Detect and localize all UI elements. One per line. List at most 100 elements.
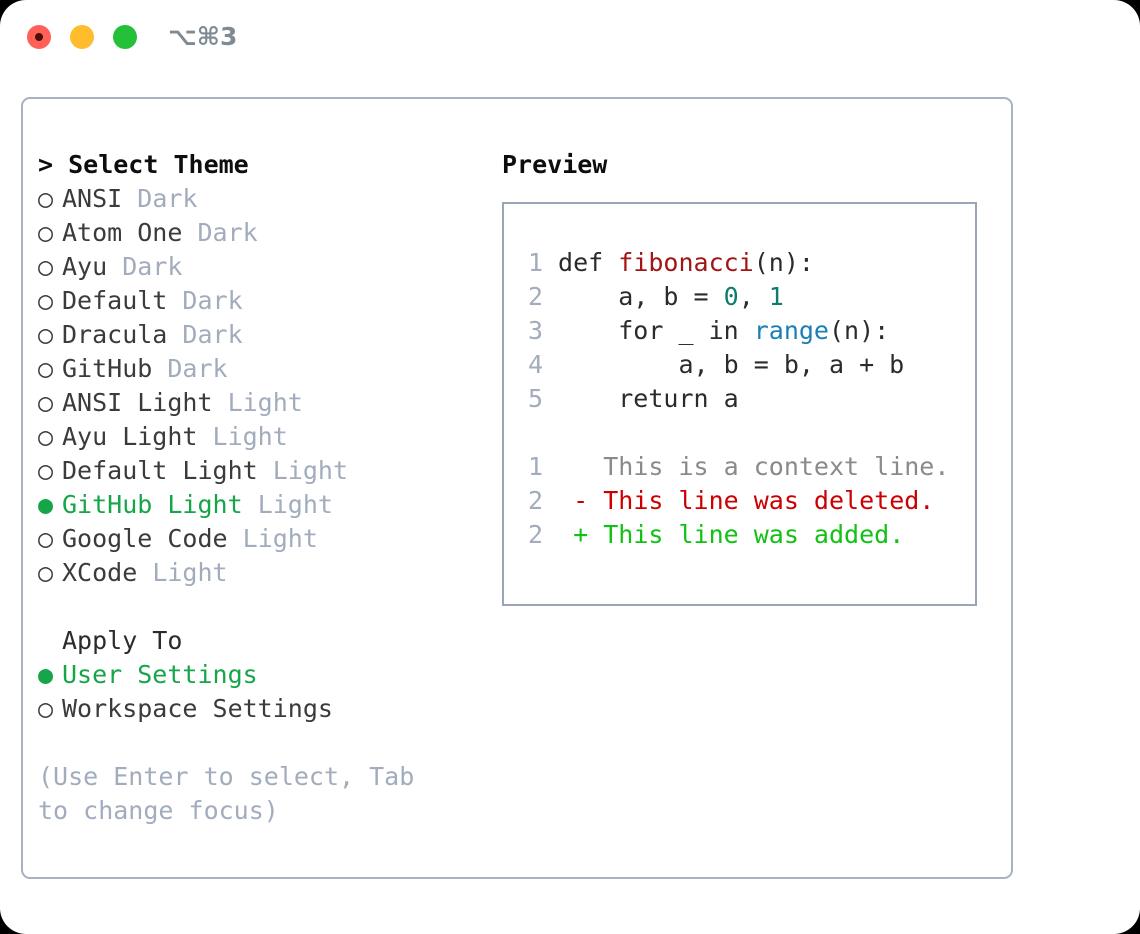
select-theme-heading: > Select Theme <box>38 150 249 179</box>
theme-option-xcode[interactable]: ○ XCode Light <box>38 556 498 590</box>
label-badge-gap <box>137 558 152 587</box>
theme-option-label: XCode <box>62 558 138 587</box>
theme-option-label: Ayu <box>62 252 108 281</box>
radio-unselected-icon: ○ <box>38 252 54 281</box>
code-token-num: 0 <box>723 282 739 311</box>
code-token-plain: (n): <box>753 248 814 277</box>
theme-variant-badge: Dark <box>182 286 243 315</box>
theme-variant-badge: Dark <box>182 320 243 349</box>
theme-option-label: Google Code <box>62 524 228 553</box>
theme-variant-badge: Dark <box>122 252 183 281</box>
label-badge-gap <box>182 218 197 247</box>
keyboard-hint-text: (Use Enter to select, Tab to change focu… <box>38 762 415 825</box>
apply-to-option-workspace-settings[interactable]: ○Workspace Settings <box>38 692 498 726</box>
radio-unselected-icon: ○ <box>38 456 54 485</box>
label-badge-gap <box>228 524 243 553</box>
radio-unselected-icon: ○ <box>38 218 54 247</box>
panel-columns: > Select Theme ○ANSI Dark○Atom One Dark○… <box>23 99 1011 877</box>
code-line: 5 return a <box>504 382 975 416</box>
theme-option-label: Default Light <box>62 456 258 485</box>
theme-picker-column: > Select Theme ○ANSI Dark○Atom One Dark○… <box>38 148 498 828</box>
code-line: 1 def fibonacci(n): <box>504 246 975 280</box>
theme-option-github[interactable]: ○GitHub Dark <box>38 352 498 386</box>
theme-option-label: Default <box>62 286 168 315</box>
theme-option-label: GitHub <box>62 354 153 383</box>
label-badge-gap <box>243 490 258 519</box>
minimize-window-icon[interactable] <box>70 25 94 49</box>
label-badge-gap <box>107 252 122 281</box>
label-badge-gap <box>122 184 137 213</box>
theme-option-default-light[interactable]: ○ Default Light Light <box>38 454 498 488</box>
code-line-number: 5 <box>527 384 543 413</box>
diff-line-add: 2 + This line was added. <box>504 518 975 552</box>
theme-option-atom-one[interactable]: ○Atom One Dark <box>38 216 498 250</box>
radio-unselected-icon: ○ <box>38 558 54 587</box>
label-badge-gap <box>213 388 228 417</box>
theme-option-ansi[interactable]: ○ ANSI Dark <box>38 182 498 216</box>
radio-unselected-icon: ○ <box>38 388 54 417</box>
radio-selected-icon: ● <box>38 490 54 519</box>
code-line-number: 2 <box>527 282 543 311</box>
theme-variant-badge: Light <box>152 558 228 587</box>
code-diff-separator <box>504 416 975 450</box>
theme-option-google-code[interactable]: ○Google Code Light <box>38 522 498 556</box>
theme-option-github-light[interactable]: ● GitHub Light Light <box>38 488 498 522</box>
theme-option-default[interactable]: ○ Default Dark <box>38 284 498 318</box>
theme-option-dracula[interactable]: ○Dracula Dark <box>38 318 498 352</box>
code-token-plain: (n): <box>828 316 890 345</box>
label-badge-gap <box>197 422 212 451</box>
radio-unselected-icon: ○ <box>38 286 54 315</box>
theme-option-label: Ayu Light <box>62 422 198 451</box>
code-line: 3 for _ in range(n): <box>504 314 975 348</box>
code-token-plain: , <box>738 282 769 311</box>
hint-spacer <box>38 726 498 760</box>
apply-to-option-user-settings[interactable]: ● User Settings <box>38 658 498 692</box>
diff-marker: + <box>543 520 604 549</box>
theme-option-ayu[interactable]: ○ Ayu Dark <box>38 250 498 284</box>
diff-line-del: 2 - This line was deleted. <box>504 484 975 518</box>
label-badge-gap <box>167 320 182 349</box>
diff-sample: 1 This is a context line.2 - This line w… <box>504 450 975 552</box>
apply-to-list: ● User Settings ○Workspace Settings <box>38 658 498 726</box>
preview-column: Preview 1 def fibonacci(n):2 a, b = 0, 1… <box>502 148 1002 606</box>
maximize-window-icon[interactable] <box>113 25 137 49</box>
theme-variant-badge: Light <box>257 490 333 519</box>
theme-option-label: GitHub Light <box>62 490 243 519</box>
theme-option-label: Atom One <box>62 218 183 247</box>
diff-line-number: 2 <box>527 520 543 549</box>
diff-marker: - <box>543 486 604 515</box>
apply-to-option-label: User Settings <box>62 660 258 689</box>
label-badge-gap <box>167 286 182 315</box>
theme-variant-badge: Light <box>272 456 348 485</box>
apply-to-heading: Apply To <box>62 626 183 655</box>
diff-line-ctx: 1 This is a context line. <box>504 450 975 484</box>
code-token-builtin: range <box>753 316 829 345</box>
radio-unselected-icon: ○ <box>38 320 54 349</box>
theme-variant-badge: Dark <box>167 354 228 383</box>
code-line-number: 4 <box>527 350 543 379</box>
diff-line-text: This line was added. <box>603 520 905 549</box>
diff-line-text: This line was deleted. <box>603 486 935 515</box>
theme-option-label: ANSI Light <box>62 388 213 417</box>
title-bar: ⌥⌘3 <box>0 0 1140 78</box>
code-line: 2 a, b = 0, 1 <box>504 280 975 314</box>
close-window-icon[interactable] <box>27 25 51 49</box>
code-line-number: 3 <box>527 316 543 345</box>
theme-option-ansi-light[interactable]: ○ANSI Light Light <box>38 386 498 420</box>
radio-unselected-icon: ○ <box>38 184 54 213</box>
theme-variant-badge: Dark <box>137 184 198 213</box>
theme-option-ayu-light[interactable]: ○Ayu Light Light <box>38 420 498 454</box>
diff-marker <box>543 452 603 481</box>
code-token-num: 1 <box>768 282 784 311</box>
diff-line-number: 1 <box>527 452 543 481</box>
code-token-plain: return a <box>543 384 739 413</box>
radio-unselected-icon: ○ <box>38 524 54 553</box>
theme-option-label: ANSI <box>62 184 123 213</box>
radio-selected-icon: ● <box>38 660 54 689</box>
label-badge-gap <box>258 456 273 485</box>
code-token-plain: a, b = <box>543 282 724 311</box>
theme-variant-badge: Light <box>212 422 288 451</box>
code-line-number: 1 <box>527 248 543 277</box>
list-spacer <box>38 590 498 624</box>
